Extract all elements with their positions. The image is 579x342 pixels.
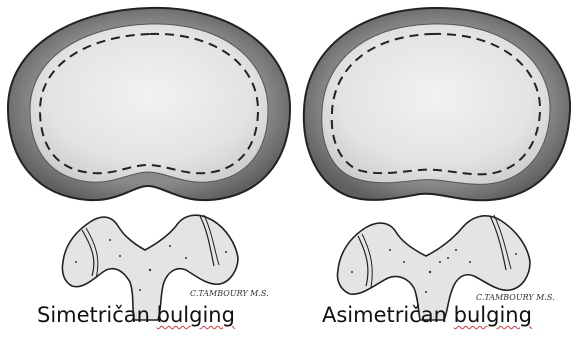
symmetric-bulging-caption: Simetričan bulging xyxy=(37,300,235,330)
caption-flagged-word: bulging xyxy=(454,303,532,327)
symmetric-artist-signature: C.TAMBOURY M.S. xyxy=(190,289,269,298)
caption-flagged-word: bulging xyxy=(157,303,235,327)
asymmetric-bulging-caption: Asimetričan bulging xyxy=(322,300,532,330)
symmetric-disc-nucleus xyxy=(30,24,268,182)
caption-word: Asimetričan xyxy=(322,303,447,327)
asymmetric-disc-nucleus xyxy=(322,24,550,184)
symmetric-bulging-figure: C.TAMBOURY M.S. xyxy=(8,8,290,320)
caption-word: Simetričan xyxy=(37,303,150,327)
asymmetric-bulging-figure: C.TAMBOURY M.S. xyxy=(304,8,570,320)
